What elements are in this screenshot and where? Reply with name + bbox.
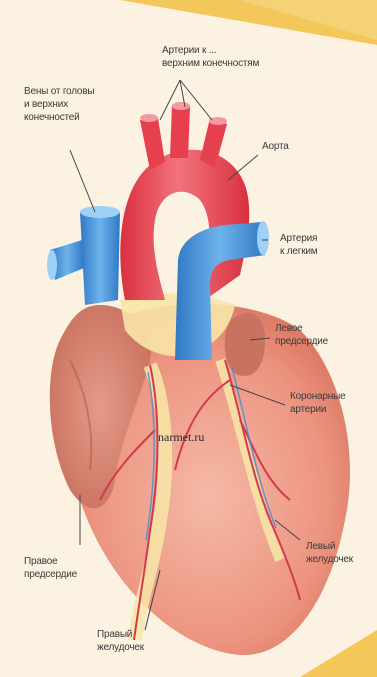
label-left-atrium: Левое предсердие [275,322,328,348]
left-atrium [225,313,265,376]
label-arteries-upper: Артерии к ... верхним конечностям [162,44,259,70]
label-lung-artery: Артерия к легким [280,232,317,258]
label-veins-head: Вены от головы и верхних конечностей [24,85,94,124]
label-right-atrium: Правое предсердие [24,555,77,581]
label-coronary: Коронарные артерии [290,390,345,416]
label-aorta: Аорта [262,140,289,153]
label-right-ventricle: Правый желудочек [97,628,144,654]
superior-vena-cava [80,212,120,305]
label-left-ventricle: Левый желудочек [306,540,353,566]
watermark: narmet.ru [158,430,204,445]
